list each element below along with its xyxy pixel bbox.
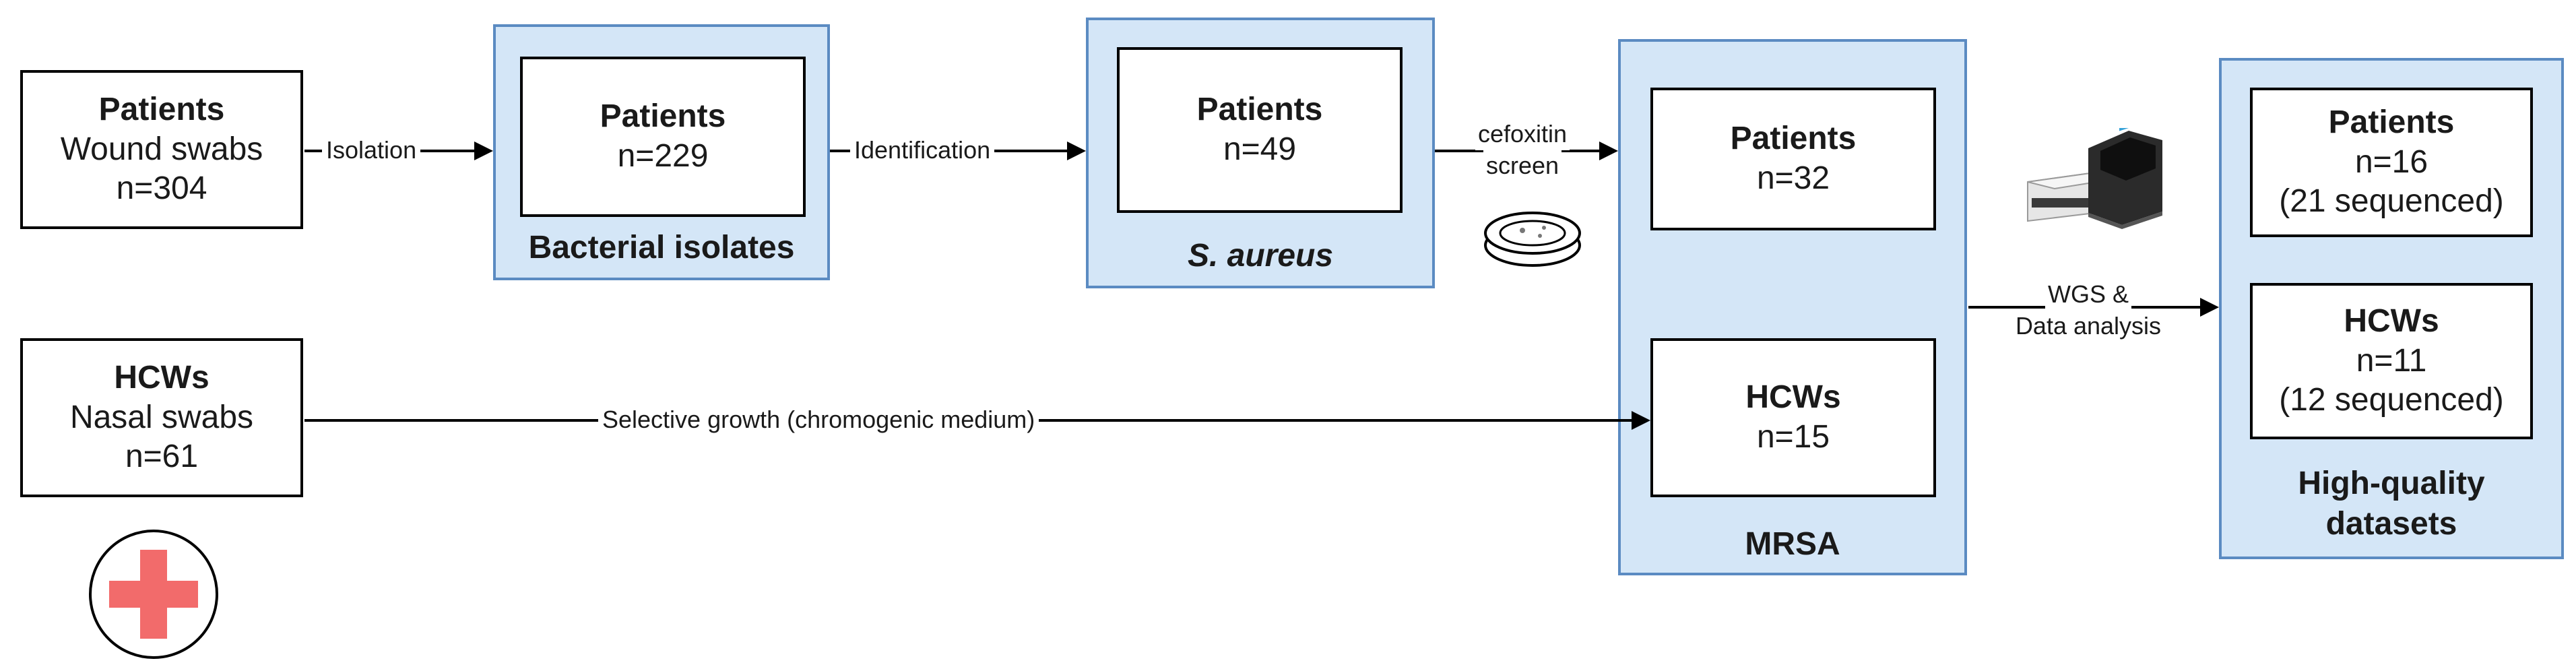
mrsa-hcws-title: HCWs (1745, 379, 1841, 416)
hcws-source-subtitle: Nasal swabs (69, 399, 254, 435)
s-aureus-caption: S. aureus (1187, 238, 1334, 274)
mrsa-patients-count: n=32 (1756, 160, 1830, 196)
wgs-label-line1: WGS & (2044, 279, 2131, 311)
isolation-arrowhead (474, 141, 493, 160)
cefoxitin-label-line2: screen (1483, 150, 1562, 182)
hcws-source-box: HCWs Nasal swabs n=61 (20, 338, 303, 497)
isolation-label: Isolation (322, 136, 421, 164)
hq-hcws-title: HCWs (2344, 303, 2439, 340)
sequencer-icon (2027, 128, 2162, 229)
s-aureus-box: Patients n=49 (1117, 47, 1403, 213)
wgs-label: WGS & Data analysis (1974, 279, 2203, 342)
hq-hcws-note: (12 sequenced) (2279, 382, 2504, 418)
hq-caption-line2: datasets (2325, 506, 2457, 542)
wgs-arrowhead (2200, 298, 2219, 317)
hq-hcws-count: n=11 (2356, 342, 2427, 379)
mrsa-patients-box: Patients n=32 (1650, 88, 1936, 230)
petri-dish-icon (1484, 212, 1581, 267)
identification-label: Identification (850, 136, 995, 164)
hcws-source-count: n=61 (125, 439, 199, 475)
hq-patients-note: (21 sequenced) (2279, 183, 2504, 220)
s-aureus-title: Patients (1196, 92, 1323, 128)
patients-source-subtitle: Wound swabs (60, 131, 263, 167)
bacterial-isolates-title: Patients (600, 98, 726, 135)
cefoxitin-arrowhead (1599, 141, 1618, 160)
mrsa-hcws-count: n=15 (1756, 419, 1830, 455)
mrsa-caption: MRSA (1745, 526, 1840, 562)
wgs-label-line2: Data analysis (2012, 310, 2164, 342)
cefoxitin-label: cefoxitin screen (1455, 119, 1590, 182)
hospital-cross-icon (89, 530, 218, 659)
hq-patients-box: Patients n=16 (21 sequenced) (2250, 88, 2533, 237)
hq-patients-title: Patients (2328, 104, 2455, 141)
s-aureus-count: n=49 (1223, 131, 1297, 167)
hq-hcws-box: HCWs n=11 (12 sequenced) (2250, 283, 2533, 439)
identification-arrowhead (1067, 141, 1086, 160)
hq-patients-count: n=16 (2354, 144, 2428, 180)
hq-caption: High-quality datasets (2219, 464, 2564, 544)
mrsa-patients-title: Patients (1730, 121, 1857, 157)
mrsa-hcws-box: HCWs n=15 (1650, 338, 1936, 497)
hcws-source-title: HCWs (114, 360, 210, 396)
bacterial-isolates-box: Patients n=229 (520, 57, 806, 217)
patients-source-title: Patients (98, 92, 225, 128)
bacterial-isolates-count: n=229 (617, 138, 709, 174)
cefoxitin-label-line1: cefoxitin (1475, 119, 1570, 150)
selective-growth-arrowhead (1632, 411, 1650, 430)
patients-source-count: n=304 (116, 170, 207, 207)
selective-growth-label: Selective growth (chromogenic medium) (598, 406, 1039, 434)
patients-source-box: Patients Wound swabs n=304 (20, 70, 303, 229)
bacterial-isolates-caption: Bacterial isolates (528, 230, 795, 265)
hq-caption-line1: High-quality (2298, 466, 2485, 501)
